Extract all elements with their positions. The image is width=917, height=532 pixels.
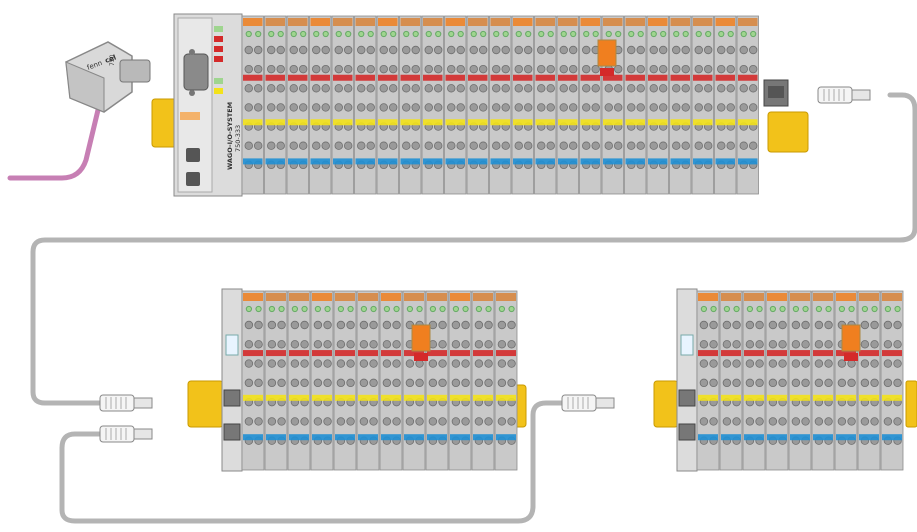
terminal-module-icon xyxy=(356,290,380,471)
rj45-port-3 xyxy=(678,389,696,407)
ethernet-cable-2 xyxy=(59,400,565,524)
terminal-module-icon xyxy=(719,290,743,471)
terminal-module-icon xyxy=(264,15,287,195)
terminal-module-icon xyxy=(448,290,472,471)
node-1-end-port xyxy=(763,79,789,107)
rj45-port-4 xyxy=(678,423,696,441)
terminal-module-icon xyxy=(309,15,332,195)
power-supply-module-icon xyxy=(411,324,431,361)
dsub-port xyxy=(183,53,209,91)
ethernet-plug-icon xyxy=(561,394,615,412)
power-supply-module-icon xyxy=(841,324,861,361)
power-supply-module-icon xyxy=(597,39,617,76)
terminal-module-icon xyxy=(788,290,812,471)
cables xyxy=(7,92,917,524)
terminal-module-icon xyxy=(425,290,449,471)
fieldbus-connector-icon: fenn cel 750 xyxy=(65,41,151,113)
din-rail-3-left xyxy=(653,380,679,428)
ethernet-plugs xyxy=(99,86,871,443)
terminal-module-icon xyxy=(333,290,357,471)
address-switch-1 xyxy=(186,148,200,162)
fieldbus-cable xyxy=(7,107,101,181)
node-3-io-modules xyxy=(696,290,904,471)
din-rail-1-left xyxy=(151,98,177,148)
din-rail-1-right xyxy=(767,111,809,153)
terminal-module-icon xyxy=(287,290,311,471)
terminal-module-icon xyxy=(579,15,602,195)
terminal-module-icon xyxy=(736,15,759,195)
din-rail-2-left xyxy=(187,380,224,428)
terminal-module-icon xyxy=(241,15,264,195)
terminal-module-icon xyxy=(811,290,835,471)
node-2-coupler xyxy=(221,288,243,472)
terminal-module-icon xyxy=(286,15,309,195)
ethernet-plug-icon xyxy=(99,394,153,412)
terminal-module-icon xyxy=(310,290,334,471)
connector-brand-suffix: cel xyxy=(104,53,117,64)
node-1-io-modules xyxy=(241,15,759,195)
terminal-module-icon xyxy=(696,290,720,471)
terminal-module-icon xyxy=(714,15,737,195)
coupler-status-leds xyxy=(214,26,223,94)
din-rail-3-right xyxy=(905,380,917,428)
fieldbus-coupler: WAGO-I/O-SYSTEM 750-333 xyxy=(173,13,243,197)
terminal-module-icon xyxy=(624,15,647,195)
ethernet-cable-1 xyxy=(30,92,917,406)
rj45-port-2 xyxy=(223,423,241,441)
terminal-module-icon xyxy=(379,290,403,471)
connector-model-label: 750 xyxy=(109,54,116,66)
terminal-module-icon xyxy=(421,15,444,195)
terminal-module-icon xyxy=(331,15,354,195)
ethernet-plug-icon xyxy=(817,86,871,104)
terminal-module-icon xyxy=(834,290,858,471)
terminal-module-icon xyxy=(264,290,288,471)
terminal-module-icon xyxy=(511,15,534,195)
terminal-module-icon xyxy=(354,15,377,195)
terminal-module-icon xyxy=(556,15,579,195)
terminal-module-icon xyxy=(857,290,881,471)
terminal-module-icon xyxy=(399,15,422,195)
terminal-module-icon xyxy=(691,15,714,195)
terminal-module-icon xyxy=(241,290,265,471)
terminal-module-icon xyxy=(880,290,904,471)
terminal-module-icon xyxy=(765,290,789,471)
terminal-module-icon xyxy=(646,15,669,195)
terminal-module-icon xyxy=(402,290,426,471)
terminal-module-icon xyxy=(471,290,495,471)
terminal-module-icon xyxy=(466,15,489,195)
terminal-module-icon xyxy=(669,15,692,195)
coupler-system-label: WAGO-I/O-SYSTEM xyxy=(226,102,234,170)
terminal-module-icon xyxy=(444,15,467,195)
terminal-module-icon xyxy=(376,15,399,195)
ethernet-plug-icon xyxy=(99,425,153,443)
terminal-module-icon xyxy=(489,15,512,195)
terminal-module-icon xyxy=(494,290,518,471)
terminal-module-icon xyxy=(742,290,766,471)
rj45-port-1 xyxy=(223,389,241,407)
node-3-coupler xyxy=(676,288,698,472)
node-2-io-modules xyxy=(241,290,518,471)
terminal-module-icon xyxy=(534,15,557,195)
coupler-model-label: 750-333 xyxy=(234,125,242,152)
address-switch-2 xyxy=(186,172,200,186)
